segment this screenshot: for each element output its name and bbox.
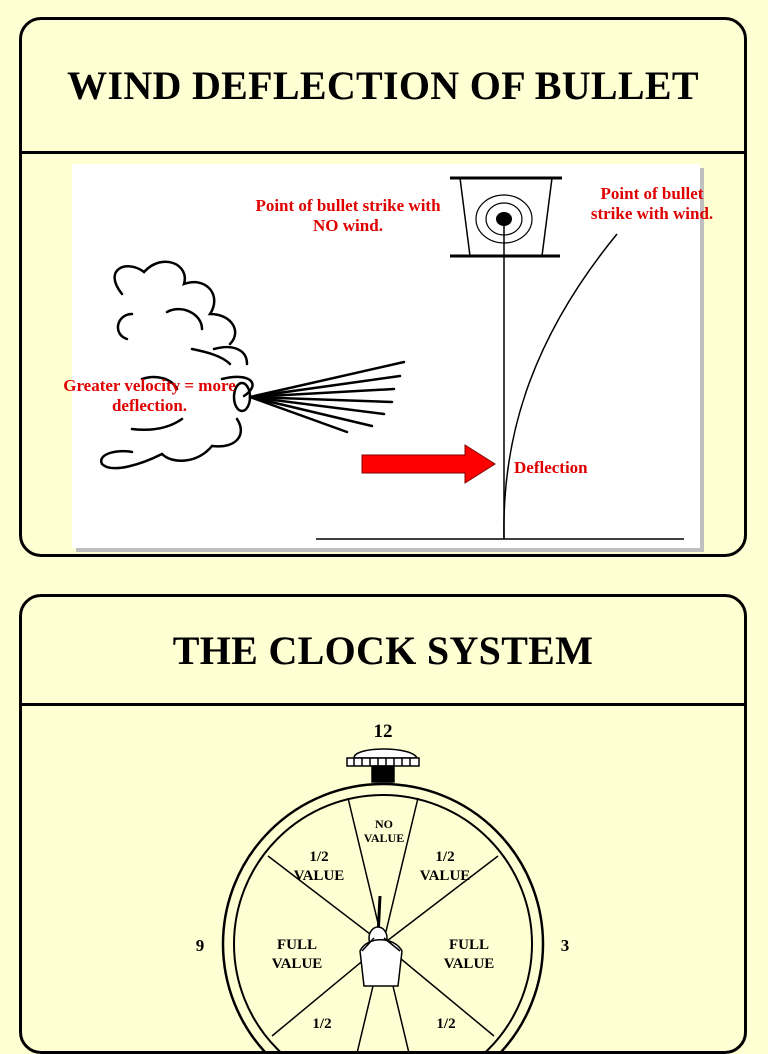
hour-9-label: 9 xyxy=(195,936,205,955)
deflection-arrow xyxy=(361,444,496,484)
diagram-svg xyxy=(100,176,684,540)
velocity-label: Greater velocity = more deflection. xyxy=(63,376,236,415)
clock-outer-ring xyxy=(221,782,545,1051)
hour-12-label: 12 xyxy=(373,721,393,742)
clock-inner-ring xyxy=(233,794,533,1051)
zone-half-lower-left: 1/2 xyxy=(312,1016,332,1032)
wind-gust-lines xyxy=(248,360,406,434)
zone-full-value-right: FULL VALUE xyxy=(443,937,495,972)
shooter-icon xyxy=(359,895,403,987)
slide-title: WIND DEFLECTION OF BULLET xyxy=(22,20,744,154)
zone-full-value-left: FULL VALUE xyxy=(271,937,323,972)
wind-deflection-diagram: Point of bullet strike with NO wind. Poi… xyxy=(63,164,713,548)
hour-3-label: 3 xyxy=(560,936,570,955)
target-frame xyxy=(450,176,562,258)
clock-diagram: 12 9 3 NO VALUE 1/2 VALUE 1/2 VALUE FULL… xyxy=(22,706,744,1051)
zone-half-value-left: 1/2 VALUE xyxy=(293,849,345,884)
zone-half-lower-right: 1/2 xyxy=(436,1016,456,1032)
deflection-label: Deflection xyxy=(514,458,588,477)
no-wind-label: Point of bullet strike with NO wind. xyxy=(255,196,441,235)
wind-cloud-icon xyxy=(100,260,254,470)
slide-wind-deflection: WIND DEFLECTION OF BULLET xyxy=(19,17,747,557)
target-cap-icon xyxy=(346,748,420,783)
slide-title: THE CLOCK SYSTEM xyxy=(22,597,744,706)
zone-no-value: NO VALUE xyxy=(363,817,405,845)
slide-clock-system: THE CLOCK SYSTEM xyxy=(19,594,747,1054)
clock-svg xyxy=(221,748,545,1051)
zone-half-value-right: 1/2 VALUE xyxy=(419,849,471,884)
wind-path xyxy=(503,233,618,540)
with-wind-label: Point of bullet strike with wind. xyxy=(590,184,714,223)
